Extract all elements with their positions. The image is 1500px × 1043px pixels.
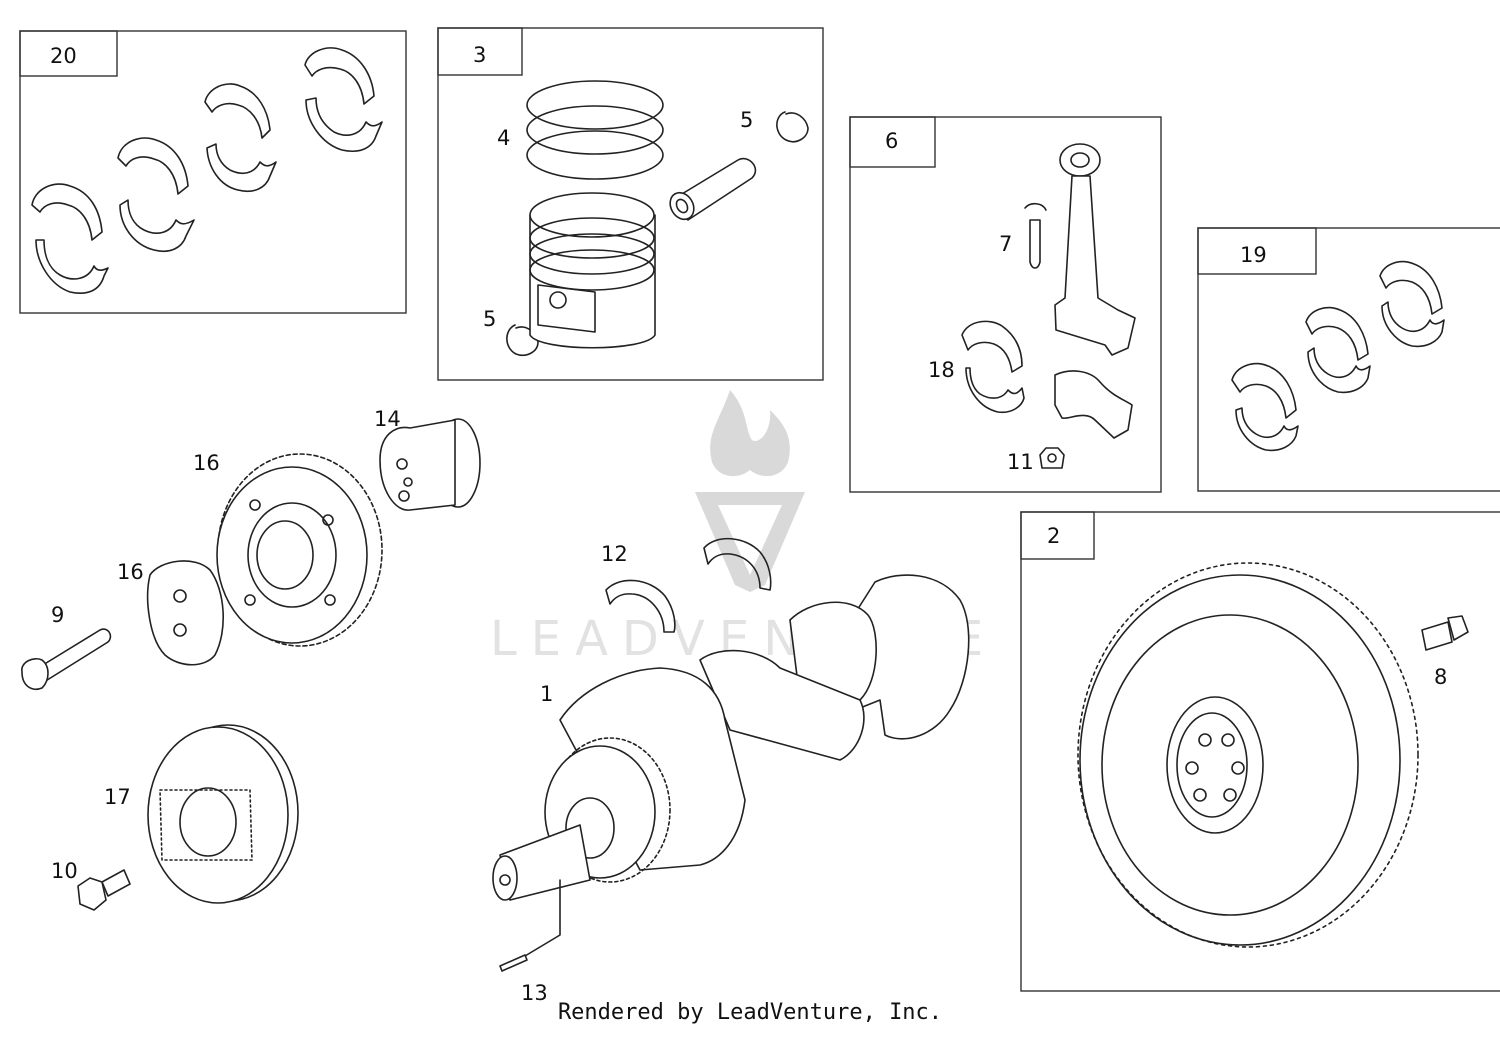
group-connecting-rod-assembly: 6 7 18 11 xyxy=(849,116,1162,493)
callout-5-lower: 5 xyxy=(483,307,496,331)
group-piston-assembly: 3 4 5 5 xyxy=(437,27,824,381)
group-label-2: 2 xyxy=(1047,524,1060,548)
thrust-bearing-shells xyxy=(1231,260,1445,452)
gear-bolt-icon xyxy=(21,628,112,690)
callout-16-gear: 16 xyxy=(193,451,220,475)
group-label-20: 20 xyxy=(50,44,77,68)
callout-5-upper: 5 xyxy=(740,108,753,132)
rod-bearing-icon xyxy=(961,320,1025,414)
callout-7: 7 xyxy=(999,232,1012,256)
callout-17: 17 xyxy=(104,785,131,809)
callout-1: 1 xyxy=(540,682,553,706)
callout-8: 8 xyxy=(1434,665,1447,689)
callout-14: 14 xyxy=(374,407,401,431)
callout-13: 13 xyxy=(521,981,548,1005)
piston-icon xyxy=(529,192,656,349)
bushing-icon xyxy=(379,418,481,511)
rod-nut-icon xyxy=(1039,447,1065,469)
group-flywheel-assembly: 2 8 xyxy=(1020,511,1500,992)
plate-icon xyxy=(146,560,224,666)
callout-11: 11 xyxy=(1007,450,1034,474)
rendered-by-footer: Rendered by LeadVenture, Inc. xyxy=(557,1000,943,1025)
group-label-3: 3 xyxy=(473,43,486,67)
rod-pin-icon xyxy=(1024,202,1047,269)
callout-10: 10 xyxy=(51,859,78,883)
pulley-icon xyxy=(147,724,299,904)
group-label-6: 6 xyxy=(885,129,898,153)
thrust-washer-icon xyxy=(605,537,772,633)
flywheel-bolt-icon xyxy=(1421,615,1469,651)
group-label-19: 19 xyxy=(1240,243,1267,267)
connecting-rod-icon xyxy=(1054,143,1136,439)
bearing-shell-pair xyxy=(31,47,383,294)
group-thrust-bearing-set: 19 xyxy=(1197,227,1500,492)
callout-12: 12 xyxy=(601,542,628,566)
gear-icon xyxy=(216,453,383,647)
callout-4: 4 xyxy=(497,126,510,150)
callout-18: 18 xyxy=(928,358,955,382)
piston-pin-icon xyxy=(669,157,757,221)
pulley-bolt-icon xyxy=(77,869,131,911)
crankshaft-icon xyxy=(492,574,970,972)
piston-rings-icon xyxy=(526,80,664,180)
callout-16-plate: 16 xyxy=(117,560,144,584)
flywheel-icon xyxy=(1077,562,1419,948)
group-main-bearing-set: 20 xyxy=(19,30,407,314)
callout-9: 9 xyxy=(51,603,64,627)
